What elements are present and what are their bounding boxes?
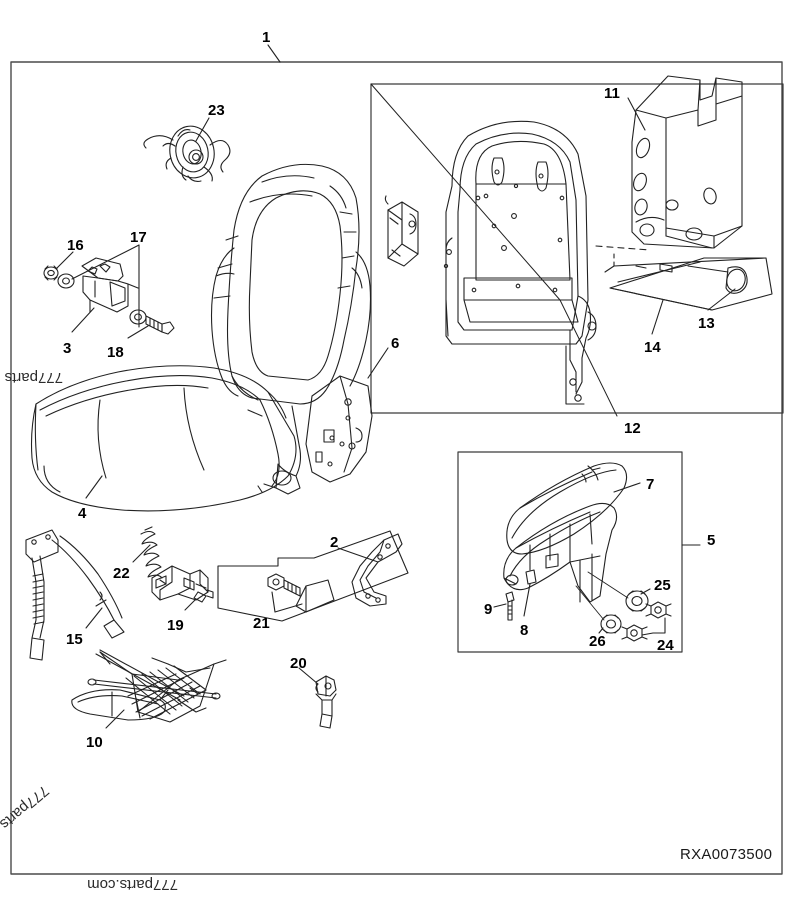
part-9-screw [505,591,515,621]
callout-24-nut: 24 [657,637,674,654]
drawing-number: RXA0073500 [680,846,773,863]
callout-6-mounting-plate: 6 [391,335,400,352]
leader-2 [337,547,379,563]
callout-9-screw: 9 [484,601,493,618]
leader-4 [85,475,103,499]
leader-14 [651,299,664,335]
leader-11 [627,97,646,131]
part-12-seat-back-frame [443,120,597,405]
part-6-mounting-plate [305,375,373,483]
callout-21-bolt: 21 [253,615,270,632]
part-1-seat-assembly [30,163,373,512]
callout-1-seat-assembly: 1 [262,29,271,46]
callout-14-rail: 14 [644,339,661,356]
part-11-rear-cover-panel [631,75,743,249]
part-23-recliner-handle [143,125,231,182]
leader-15 [85,607,103,629]
part-8-armrest-frame [503,502,618,603]
leader-18 [127,325,149,339]
diagram-frame [10,61,783,875]
leader-13 [707,288,736,311]
watermark-left: 777parts [4,369,63,386]
part-18-bolt [129,309,175,335]
callout-4-seat-cushion: 4 [78,505,87,522]
part-16-nut [43,265,59,281]
part-10-suspension-frame [71,649,227,723]
leader-6 [367,347,389,379]
part-19-latch [151,565,214,603]
leader-26 [598,627,604,634]
callout-25-washer: 25 [654,577,671,594]
part-24-nut-lower [621,624,648,642]
leader-23 [195,117,210,142]
callout-15-seat-belt: 15 [66,631,83,648]
leader-17 [71,244,140,328]
part-17-washer [57,273,75,289]
callout-12-seat-back-frame-group: 12 [624,420,641,437]
part-21-bolt [267,573,301,597]
part-2-bracket [351,533,403,607]
assembly-alignment-dashes [595,245,651,251]
leader-21 [271,591,303,613]
part-13-pin [687,265,748,294]
callout-16-nut: 16 [67,237,84,254]
callout-13-pin: 13 [698,315,715,332]
callout-10-suspension-frame: 10 [86,734,103,751]
part-7-armrest-pad [506,462,628,555]
part-24-nut-upper [645,601,672,619]
part-22-spring [140,526,167,585]
leader-9 [493,603,507,608]
part-14-slide-rail [604,257,773,311]
group-box-5 [457,451,683,653]
callout-19-latch: 19 [167,617,184,634]
callout-23-recliner-handle: 23 [208,102,225,119]
callout-7-armrest-pad: 7 [646,476,655,493]
leader-10 [105,709,125,729]
leader-8 [523,583,531,617]
callout-20-knob: 20 [290,655,307,672]
callout-8-armrest-frame: 8 [520,622,529,639]
leader-16 [56,251,74,269]
part-26-washer [600,614,622,634]
leader-24 [641,617,666,636]
leader-1 [267,44,281,63]
leader-7 [613,482,641,493]
leader-22 [132,544,151,563]
callout-22-spring: 22 [113,565,130,582]
part-2-parallelogram-plate [217,530,409,622]
callout-5-armrest-assembly: 5 [707,532,716,549]
part-12-buckle-housing [384,195,419,267]
leader-20 [298,667,319,685]
callout-18-bolt: 18 [107,344,124,361]
part-25-washer [625,590,649,612]
callout-3-switch-cover: 3 [63,340,72,357]
callout-26-washer: 26 [589,633,606,650]
group-box-12 [370,83,784,414]
callout-17-switch-bracket: 17 [130,229,147,246]
callout-2-seat-belt-bracket: 2 [330,534,339,551]
part-21-shim [295,579,335,613]
leader-12 [370,83,618,417]
part-4-seat-cushion [30,365,297,512]
part-20-knob [315,675,337,729]
leader-19 [184,598,197,611]
leader-25 [640,588,651,595]
leader-3 [71,307,95,333]
part-15-seat-belt [25,529,125,661]
watermark-bottom: 777parts.com [87,876,178,893]
part-3-switch-cover [81,257,139,313]
callout-11-back-panel: 11 [604,85,620,102]
